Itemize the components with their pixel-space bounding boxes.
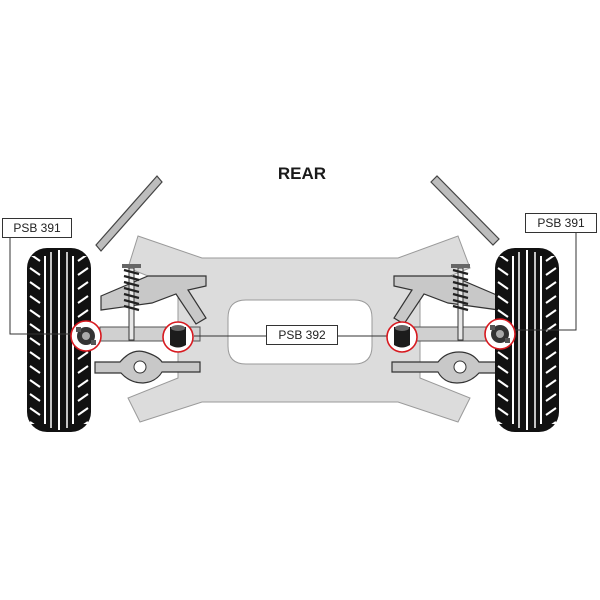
bushing-icon <box>386 321 418 353</box>
diagonal-strut-left <box>95 175 163 252</box>
leader-lines <box>9 231 577 337</box>
coil-spring-icon <box>122 264 141 341</box>
tyre-right <box>495 248 559 432</box>
knuckle-bushing-icon <box>70 320 102 352</box>
part-label-psb391-right: PSB 391 <box>525 213 597 233</box>
upper-arm-right <box>393 275 500 325</box>
knuckle-bushing-icon <box>484 318 516 350</box>
part-label-psb391-left: PSB 391 <box>2 218 72 238</box>
bushing-icon <box>162 321 194 353</box>
radius-arm-left <box>94 350 201 384</box>
diagonal-strut-right <box>430 175 500 246</box>
coil-spring-icon <box>451 264 470 341</box>
part-label-psb392: PSB 392 <box>266 325 338 345</box>
diagram-title: REAR <box>277 164 327 183</box>
